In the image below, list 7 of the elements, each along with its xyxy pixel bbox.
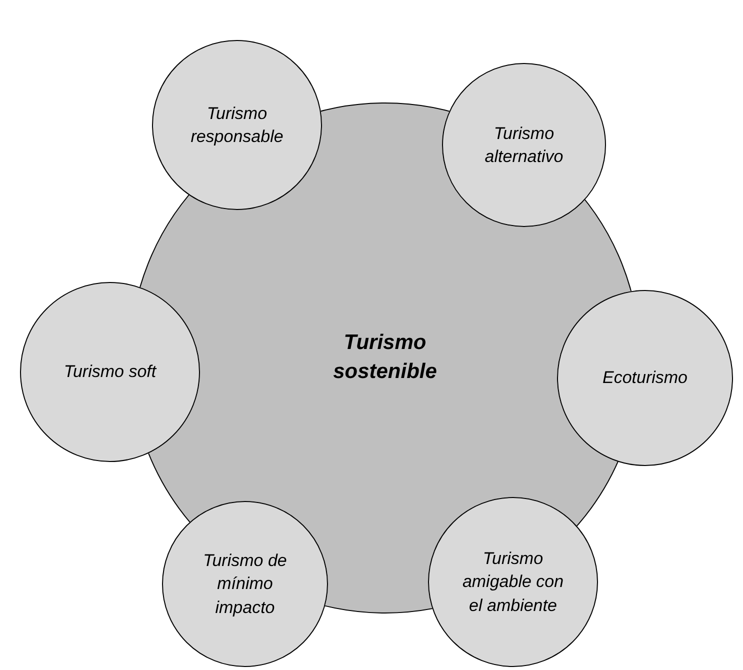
- concept-label: Ecoturismo: [601, 367, 689, 390]
- concept-label: Turismo soft: [62, 361, 158, 384]
- concept-label: Turismo amigable con el ambiente: [461, 548, 565, 617]
- concept-label: Turismo de mínimo impacto: [202, 550, 288, 619]
- central-label: Turismo sostenible: [332, 330, 438, 385]
- concept-label: Turismo responsable: [190, 102, 284, 148]
- concept-label: Turismo alternativo: [484, 122, 564, 168]
